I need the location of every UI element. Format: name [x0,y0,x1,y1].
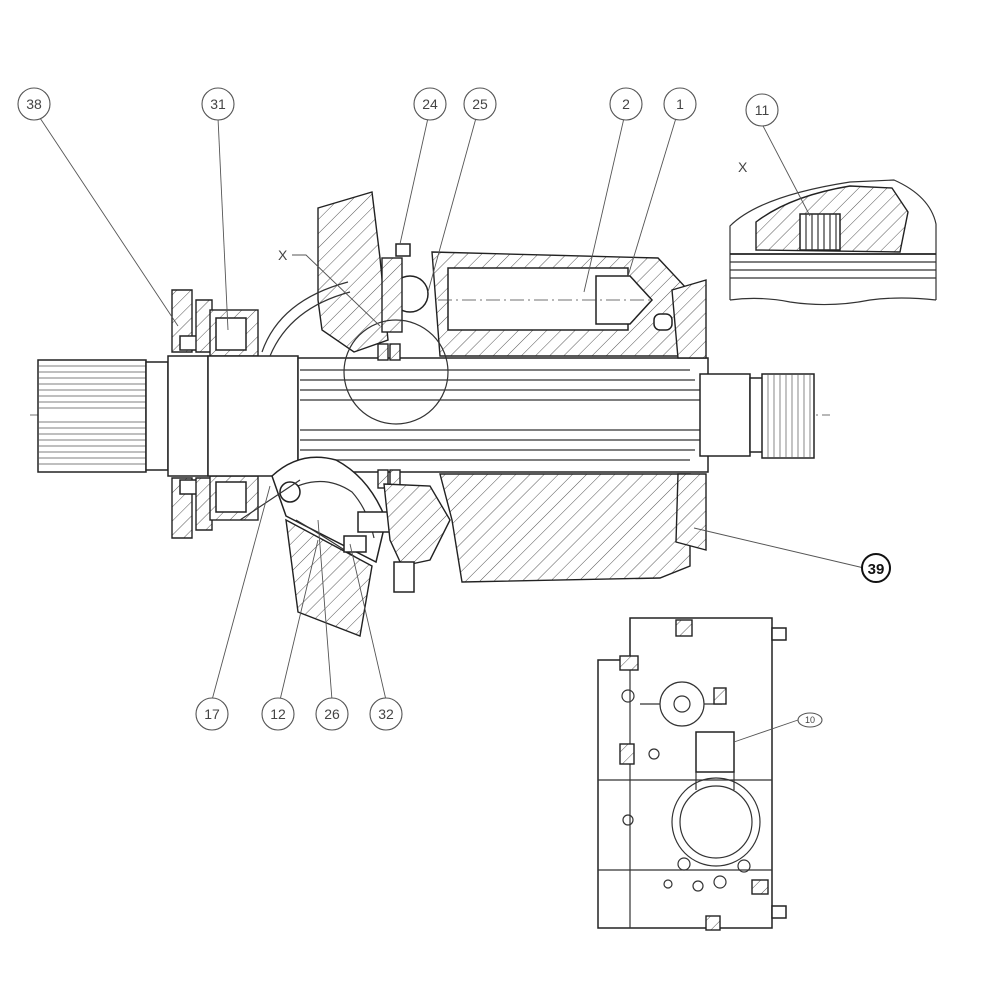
svg-text:24: 24 [422,96,438,112]
piston-ball-joint [381,243,429,333]
callout-38: 38 [17,87,51,121]
upper-housing-wing [317,191,389,353]
svg-text:25: 25 [472,96,488,112]
svg-text:2: 2 [622,96,630,112]
svg-text:26: 26 [324,706,340,722]
svg-text:39: 39 [868,561,885,578]
svg-text:31: 31 [210,96,226,112]
callout-25: 25 [463,87,497,121]
callout-10: 10 [797,712,823,728]
lower-swash-cradle [239,456,387,637]
drive-shaft [207,355,765,477]
cylinder-block-lower [439,473,691,583]
svg-text:12: 12 [270,706,286,722]
section-marker-x: X [278,247,288,263]
leader-lines [39,117,865,743]
front-flange [167,289,213,539]
svg-text:1: 1 [676,96,684,112]
callout-24: 24 [413,87,447,121]
callout-26: 26 [315,697,349,731]
detail-x-circle [343,319,449,425]
svg-text:11: 11 [755,102,770,118]
callout-39: 39 [861,553,891,583]
svg-text:38: 38 [26,96,42,112]
port-plate [653,279,707,551]
detail-marker-x: X [738,159,748,175]
upper-arc-guide [261,281,349,353]
front-bearing [209,309,259,521]
piston [438,267,654,331]
svg-text:10: 10 [805,715,815,725]
svg-text:32: 32 [378,706,394,722]
callout-11: 11 [745,93,779,127]
lower-bolt [357,483,451,593]
callout-17: 17 [195,697,229,731]
callout-32: 32 [369,697,403,731]
callout-1: 1 [663,87,697,121]
detail-x-view: X [729,159,937,306]
rear-spline-end [761,373,815,459]
drive-spline-end [37,359,169,473]
callout-12: 12 [261,697,295,731]
end-view-housing [597,617,787,931]
callout-2: 2 [609,87,643,121]
callout-31: 31 [201,87,235,121]
friction-discs [377,343,401,489]
svg-text:17: 17 [204,706,220,722]
main-section-view [30,191,830,637]
